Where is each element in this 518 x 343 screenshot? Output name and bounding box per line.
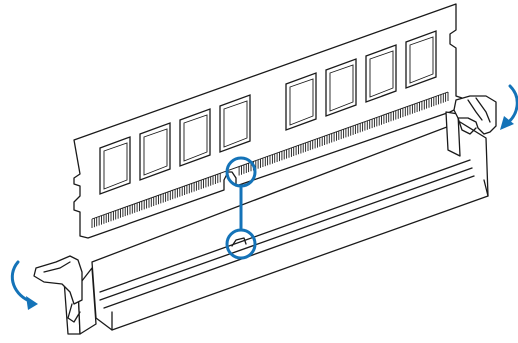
- rotate-counterclockwise-arrow-icon: [10, 260, 38, 310]
- right-clip-latch: [457, 117, 477, 135]
- right-retaining-clip: [445, 95, 497, 157]
- left-retaining-clip: [33, 255, 97, 335]
- slot-groove-line: [99, 167, 473, 301]
- slot-groove-line: [99, 159, 471, 293]
- rotate-clockwise-arrow-icon: [500, 84, 518, 130]
- right-clip-post: [445, 111, 461, 157]
- chip: [99, 136, 131, 195]
- left-clip-ridge: [43, 261, 71, 273]
- slot-edge: [483, 179, 489, 197]
- chip: [365, 44, 397, 103]
- notch-alignment-indicator: [225, 156, 257, 260]
- chip: [325, 58, 357, 117]
- slot-key: [231, 237, 247, 247]
- right-clip-ridge: [467, 97, 491, 123]
- pin-row-edge: [91, 91, 449, 220]
- contact-pins: [91, 91, 449, 228]
- chip: [139, 122, 171, 181]
- slot-groove-line: [103, 175, 475, 309]
- chip: [285, 72, 317, 131]
- left-clip-latch: [67, 303, 81, 323]
- memory-module: [73, 3, 463, 239]
- chip: [219, 94, 251, 153]
- left-clip-lever: [33, 255, 83, 305]
- chip: [179, 108, 211, 167]
- chip: [405, 30, 437, 89]
